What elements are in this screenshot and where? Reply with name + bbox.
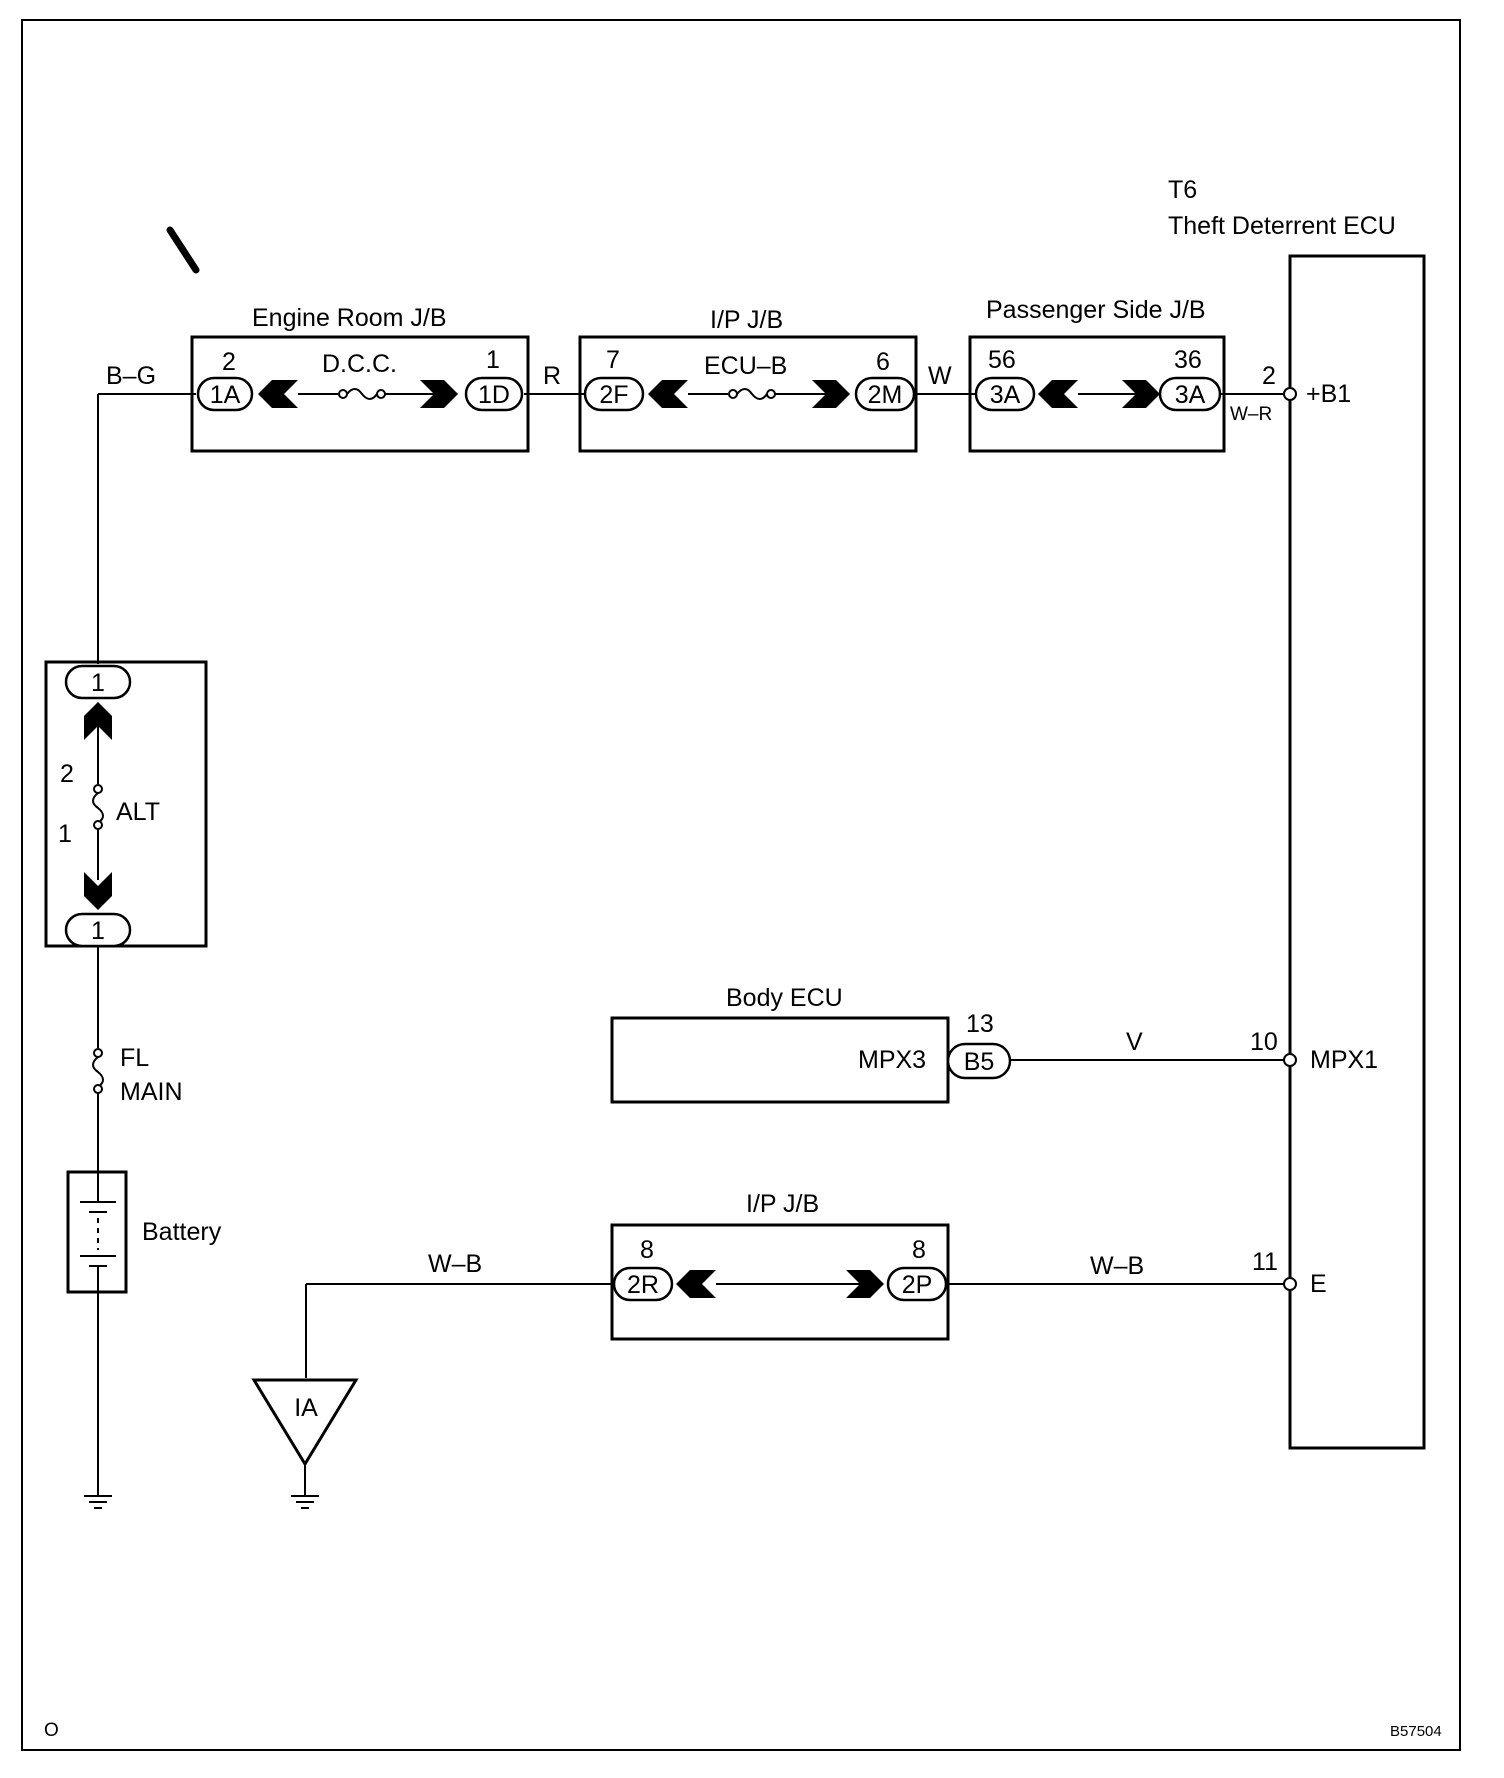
pin-alt-1: 1 [58,820,72,848]
battery-label: Battery [142,1218,222,1246]
pin-3a-left: 56 [988,346,1016,374]
fuse-ecu-b-label: ECU–B [704,352,787,380]
connector-2f-label: 2F [599,381,628,409]
ground-icon [84,1495,112,1509]
pin-3a-right: 36 [1174,346,1202,374]
pin-2r: 8 [640,1236,654,1264]
pin-ecu-e: 11 [1252,1248,1278,1276]
wire-wb-left: W–B [428,1250,482,1278]
connector-3a-left-label: 3A [990,381,1021,409]
arrow-right-icon [1122,380,1160,408]
connector-2p-label: 2P [902,1271,933,1299]
engine-room-jb-box [190,335,530,453]
fuse-ecu-b-icon [728,388,776,400]
connector-1a [196,376,254,412]
pin-2f: 7 [606,346,620,374]
ip-jb-bottom-label: I/P J/B [746,1190,819,1218]
connector-alt-top-label: 1 [91,669,105,697]
fuse-dcc-label: D.C.C. [322,350,397,378]
theft-deterrent-ecu-box [1288,254,1426,1450]
wire-w: W [928,362,952,390]
terminal-b1-label: +B1 [1306,380,1351,408]
arrow-right-icon [846,1270,884,1298]
connector-3a-right [1158,376,1222,412]
fuse-fl-main-icon [92,1048,104,1094]
connector-1d [464,376,524,412]
arrow-left-icon [258,380,298,408]
connector-alt-bottom-label: 1 [91,917,105,945]
diagram-frame [21,19,1461,1751]
wire-v: V [1126,1028,1143,1056]
connector-1a-label: 1A [210,381,241,409]
ground-point-ia [251,1378,359,1467]
body-ecu-label: Body ECU [726,984,843,1012]
connector-1d-label: 1D [478,381,510,409]
connector-2m-label: 2M [868,381,903,409]
connector-3a-left [974,376,1036,412]
wire-r: R [543,362,561,390]
wire-wb-right: W–B [1090,1252,1144,1280]
passenger-jb-label: Passenger Side J/B [986,296,1206,324]
fuse-fl-label: FL [120,1044,149,1072]
connector-3a-right-label: 3A [1175,381,1206,409]
fuse-main-label: MAIN [120,1078,183,1106]
arrow-left-icon [648,380,688,408]
connector-alt-top [64,664,132,700]
pin-1a: 2 [222,348,236,376]
pin-ecu-mpx1: 10 [1250,1028,1278,1056]
terminal-mpx3-label: MPX3 [858,1046,926,1074]
top-wire-run [97,393,1283,664]
pin-2m: 6 [876,348,890,376]
ip-jb-top-label: I/P J/B [710,306,783,334]
figure-code: B57504 [1390,1723,1442,1740]
ground-icon [291,1495,319,1509]
engine-room-jb-label: Engine Room J/B [252,304,447,332]
wire-wr: W–R [1230,404,1272,425]
arrow-down-icon [84,872,112,910]
connector-2r-label: 2R [627,1271,659,1299]
ip-jb-top-box [578,335,918,453]
stray-mark [166,226,200,274]
ecu-name: Theft Deterrent ECU [1168,212,1396,240]
terminal-mpx1-label: MPX1 [1310,1046,1378,1074]
pin-alt-2: 2 [60,760,74,788]
connector-b5-label: B5 [964,1048,995,1076]
arrow-right-icon [812,380,850,408]
ip-jb-bottom-box [610,1223,950,1341]
terminal-e-dot [1283,1277,1297,1291]
wire-bg: B–G [106,362,156,390]
terminal-mpx1-dot [1283,1053,1297,1067]
connector-2f [583,376,645,412]
ground-point-ia-label: IA [294,1394,318,1422]
fuse-alt-label: ALT [116,798,160,826]
battery-icon [80,1172,116,1292]
connector-2m [854,376,916,412]
arrow-up-icon [84,702,112,740]
fuse-dcc-icon [338,388,386,400]
terminal-e-label: E [1310,1270,1327,1298]
pin-1d: 1 [486,346,500,374]
pin-b5: 13 [966,1010,994,1038]
terminal-b1-dot [1283,387,1297,401]
arrow-right-icon [420,380,458,408]
pin-ecu-b1: 2 [1262,362,1276,390]
arrow-left-icon [1038,380,1078,408]
ecu-code: T6 [1168,176,1197,204]
footer-left-mark: O [44,1720,59,1741]
alt-fuse-box [44,660,208,948]
fuse-alt-icon [92,784,104,830]
passenger-jb-box [968,335,1226,453]
pin-2p: 8 [912,1236,926,1264]
arrow-left-icon [676,1270,716,1298]
